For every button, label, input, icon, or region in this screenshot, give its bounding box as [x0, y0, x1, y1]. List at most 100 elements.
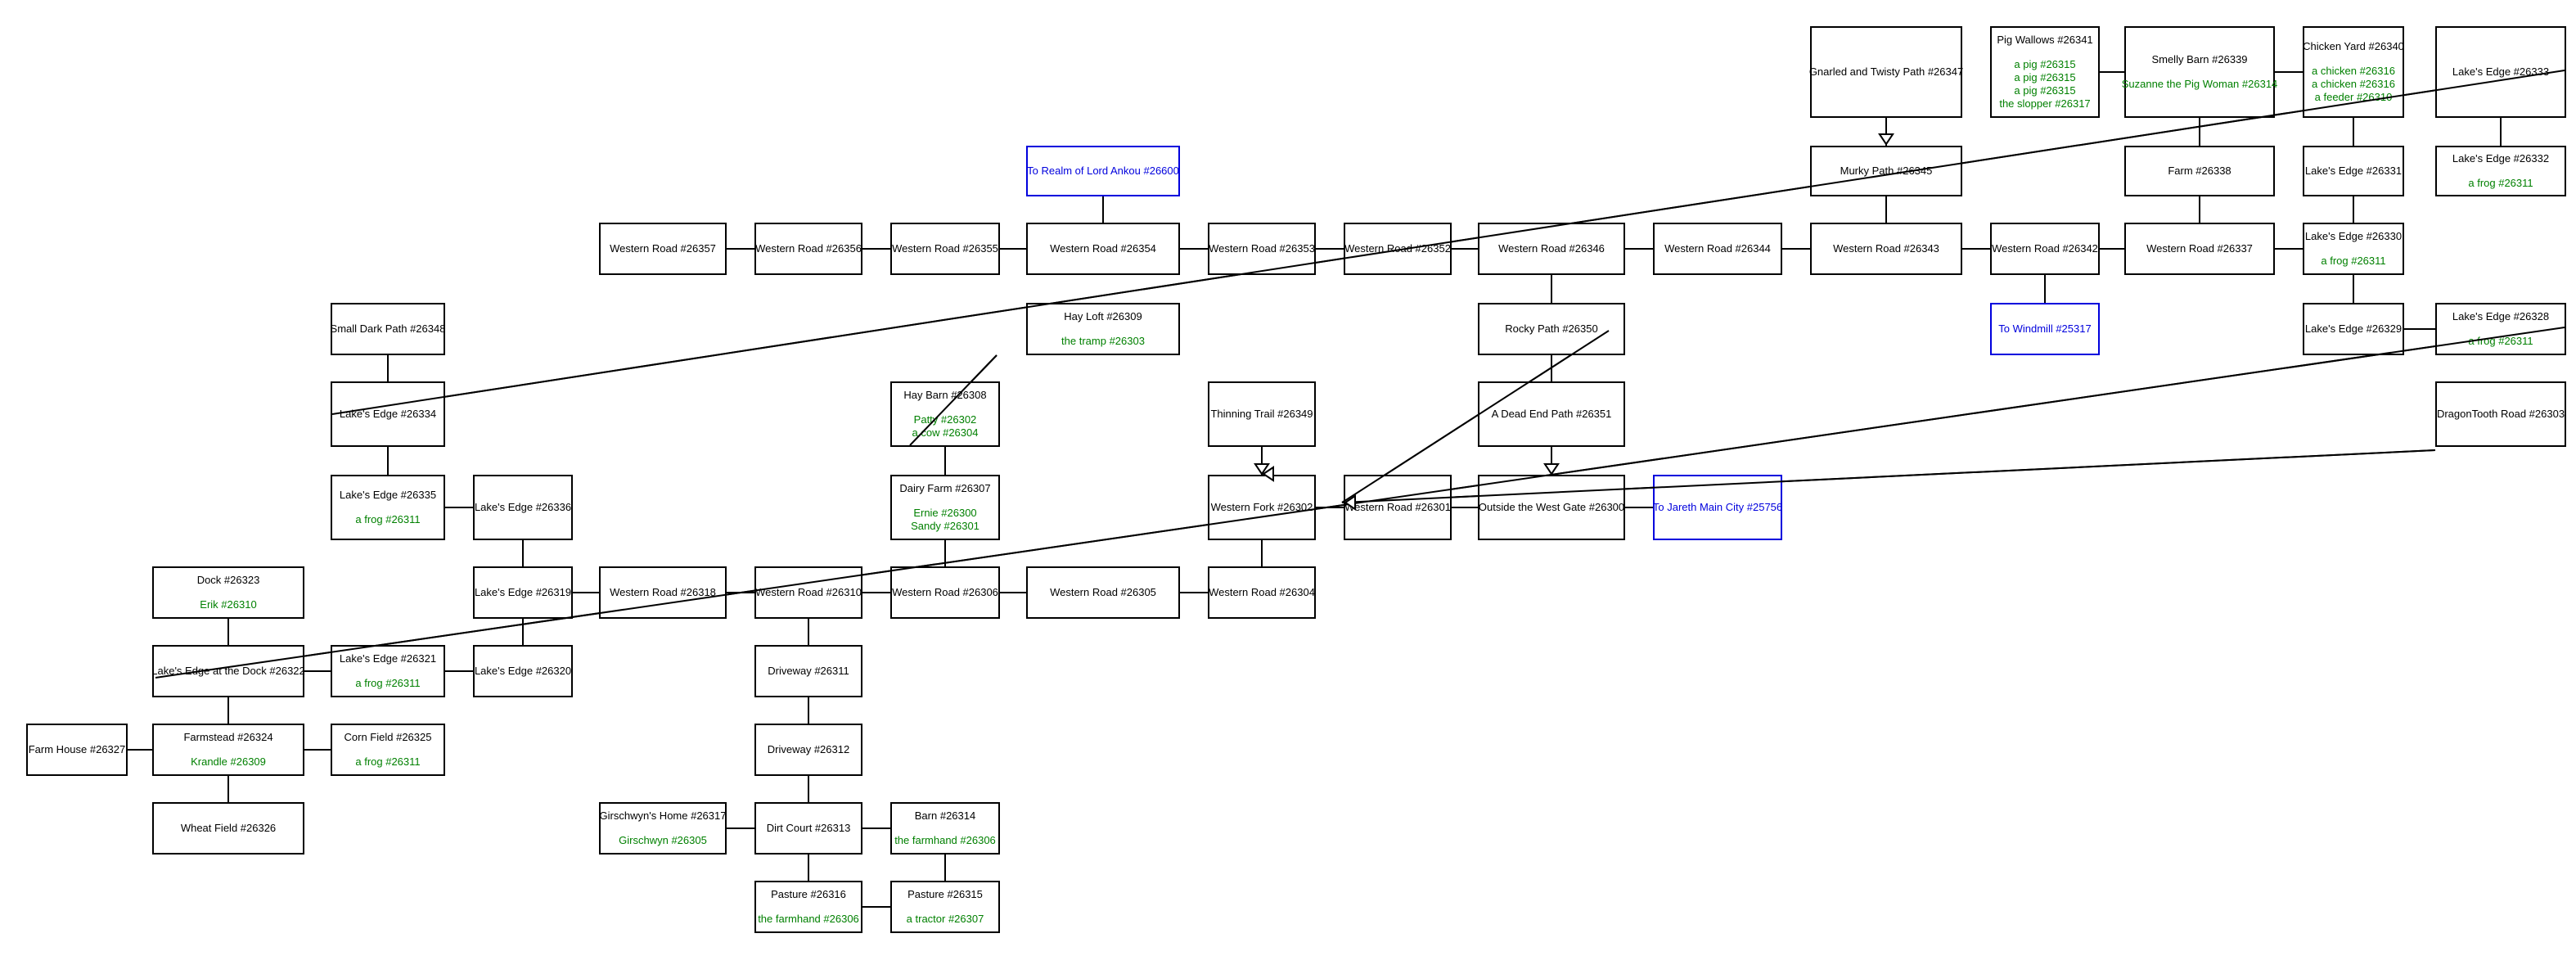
- room-name: Western Road #26355: [892, 242, 998, 255]
- room-name: Lake's Edge #26334: [339, 408, 437, 420]
- room-box[interactable]: Lake's Edge #26320: [473, 645, 573, 697]
- room-name: Lake's Edge #26330: [2304, 230, 2403, 242]
- room-box[interactable]: Western Road #26304: [1208, 566, 1316, 619]
- room-box[interactable]: Farm House #26327: [26, 724, 128, 776]
- room-box[interactable]: Lake's Edge #26333: [2435, 26, 2566, 118]
- room-box[interactable]: Western Road #26301: [1344, 475, 1452, 540]
- occupant-name: Sandy #26301: [911, 520, 980, 532]
- room-box[interactable]: Western Road #26357: [599, 223, 727, 275]
- portal-room-box[interactable]: To Windmill #25317: [1990, 303, 2100, 355]
- occupant-list: a frog #26311: [355, 755, 420, 769]
- room-name: Lake's Edge #26319: [474, 586, 572, 598]
- room-box[interactable]: Western Road #26305: [1026, 566, 1180, 619]
- room-box[interactable]: Lake's Edge #26334: [331, 381, 445, 447]
- room-box[interactable]: Gnarled and Twisty Path #26347: [1808, 26, 1964, 118]
- occupant-list: Krandle #26309: [191, 755, 266, 769]
- room-box[interactable]: Western Road #26310: [754, 566, 862, 619]
- room-name: Driveway #26311: [768, 665, 849, 677]
- room-name: Hay Loft #26309: [1064, 310, 1142, 322]
- room-box[interactable]: Lake's Edge at the Dock #26322: [151, 645, 305, 697]
- occupant-name: Erik #26310: [200, 598, 257, 611]
- room-name: Barn #26314: [914, 809, 976, 822]
- room-box[interactable]: Outside the West Gate #26300: [1478, 475, 1625, 540]
- room-box[interactable]: Lake's Edge #26331: [2303, 146, 2404, 196]
- occupant-name: a cow #26304: [912, 426, 979, 439]
- room-box[interactable]: Western Road #26318: [599, 566, 727, 619]
- room-box[interactable]: Western Road #26343: [1810, 223, 1962, 275]
- room-box[interactable]: Western Road #26344: [1653, 223, 1782, 275]
- room-name: Gnarled and Twisty Path #26347: [1808, 65, 1964, 78]
- occupant-name: a feeder #26310: [2314, 91, 2393, 103]
- room-box[interactable]: Western Fork #26302: [1208, 475, 1316, 540]
- room-box[interactable]: Western Road #26346: [1478, 223, 1625, 275]
- room-name: Western Road #26305: [1050, 586, 1156, 598]
- room-box[interactable]: Murky Path #26345: [1810, 146, 1962, 196]
- room-box[interactable]: Western Road #26355: [890, 223, 1000, 275]
- room-box[interactable]: Western Road #26354: [1026, 223, 1180, 275]
- occupant-name: the tramp #26303: [1061, 335, 1145, 347]
- room-name: Farm House #26327: [28, 743, 126, 755]
- room-box[interactable]: Driveway #26311: [754, 645, 862, 697]
- room-box[interactable]: A Dead End Path #26351: [1478, 381, 1625, 447]
- room-box[interactable]: Western Road #26342: [1990, 223, 2100, 275]
- room-box[interactable]: Wheat Field #26326: [152, 802, 304, 855]
- room-name: Western Road #26301: [1344, 501, 1451, 513]
- room-name: Western Road #26304: [1209, 586, 1315, 598]
- occupant-name: a chicken #26316: [2312, 65, 2395, 77]
- room-name: Western Road #26342: [1992, 242, 2098, 255]
- portal-room-box[interactable]: To Jareth Main City #25756: [1653, 475, 1782, 540]
- room-box[interactable]: Western Road #26356: [754, 223, 862, 275]
- room-box[interactable]: Dirt Court #26313: [754, 802, 862, 855]
- room-box[interactable]: Farm #26338: [2124, 146, 2275, 196]
- room-name: Lake's Edge #26336: [474, 501, 572, 513]
- room-box[interactable]: Lake's Edge #26329: [2303, 303, 2404, 355]
- room-box[interactable]: Western Road #26352: [1344, 223, 1452, 275]
- room-name: Chicken Yard #26340: [2303, 40, 2404, 52]
- occupant-name: a pig #26315: [2014, 84, 2076, 97]
- room-box[interactable]: Small Dark Path #26348: [331, 303, 445, 355]
- occupant-name: a pig #26315: [2014, 71, 2076, 83]
- room-box[interactable]: Driveway #26312: [754, 724, 862, 776]
- room-box[interactable]: Hay Loft #26309 the tramp #26303: [1026, 303, 1180, 355]
- room-box[interactable]: Barn #26314 the farmhand #26306: [890, 802, 1000, 855]
- occupant-name: the farmhand #26306: [894, 834, 996, 846]
- room-name: Farmstead #26324: [183, 731, 273, 743]
- room-box[interactable]: Lake's Edge #26319: [473, 566, 573, 619]
- room-box[interactable]: Western Road #26353: [1208, 223, 1316, 275]
- room-name: Western Road #26357: [610, 242, 716, 255]
- room-box[interactable]: Rocky Path #26350: [1478, 303, 1625, 355]
- room-box[interactable]: Lake's Edge #26330 a frog #26311: [2303, 223, 2404, 275]
- room-box[interactable]: Western Road #26337: [2124, 223, 2275, 275]
- occupant-name: a frog #26311: [2468, 335, 2533, 347]
- room-box[interactable]: Western Road #26306: [890, 566, 1000, 619]
- room-name: Thinning Trail #26349: [1210, 408, 1313, 420]
- room-name: Lake's Edge #26329: [2304, 322, 2403, 335]
- room-name: To Realm of Lord Ankou #26600: [1027, 165, 1179, 177]
- room-name: Western Road #26344: [1664, 242, 1771, 255]
- room-box[interactable]: Thinning Trail #26349: [1208, 381, 1316, 447]
- occupant-list: a frog #26311: [355, 677, 420, 690]
- room-name: Lake's Edge #26331: [2304, 165, 2403, 177]
- room-box[interactable]: Lake's Edge #26336: [473, 475, 573, 540]
- room-box[interactable]: DragonTooth Road #26303: [2435, 381, 2566, 447]
- occupant-list: Erik #26310: [200, 598, 256, 611]
- occupant-name: Suzanne the Pig Woman #26314: [2121, 78, 2278, 90]
- portal-room-box[interactable]: To Realm of Lord Ankou #26600: [1026, 146, 1180, 196]
- occupant-name: a frog #26311: [2321, 255, 2386, 267]
- room-name: Outside the West Gate #26300: [1478, 501, 1625, 513]
